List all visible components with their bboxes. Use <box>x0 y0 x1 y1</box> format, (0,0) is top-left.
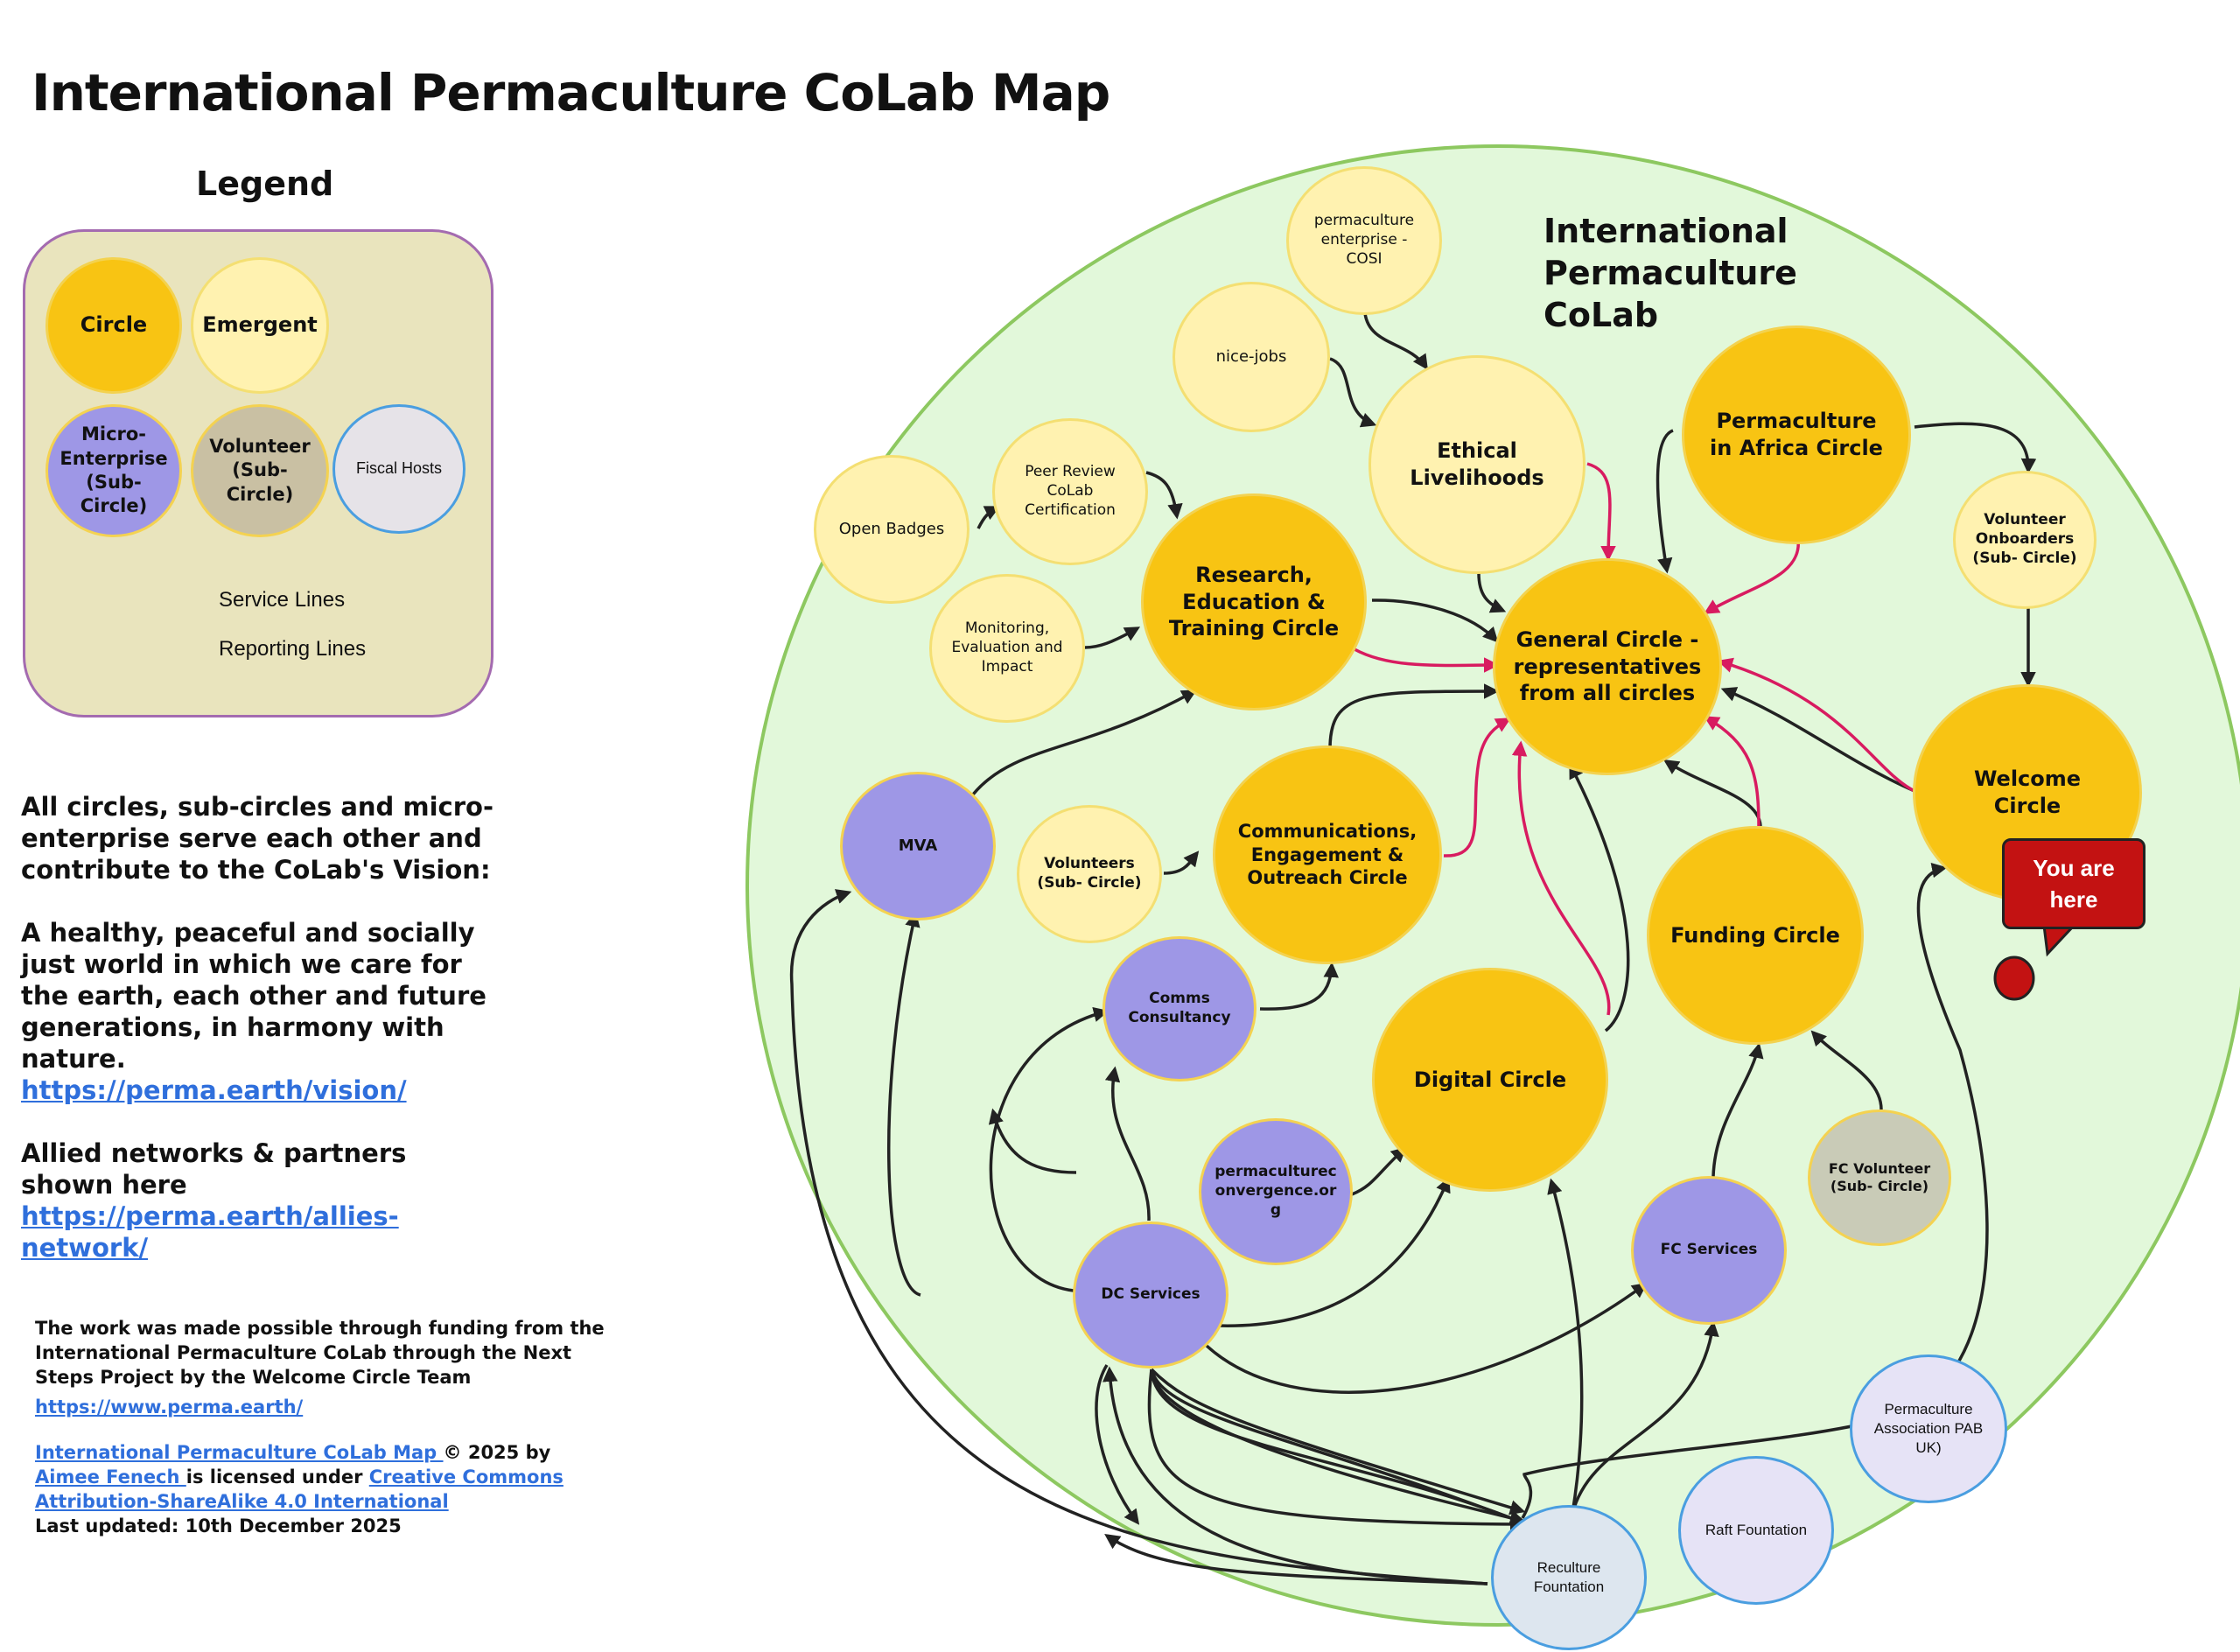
node-monitoring[interactable]: Monitoring, Evaluation and Impact <box>929 574 1085 723</box>
last-updated: Last updated: 10th December 2025 <box>35 1516 402 1536</box>
node-comms-circle[interactable]: Communications, Engagement & Outreach Ci… <box>1213 746 1442 964</box>
node-ethical-livelihoods[interactable]: Ethical Livelihoods <box>1368 355 1586 574</box>
you-are-here-callout: You are here <box>2002 838 2146 929</box>
intro-text: All circles, sub-circles and micro-enter… <box>21 792 494 885</box>
author-link[interactable]: Aimee Fenech <box>35 1466 186 1488</box>
node-volunteer-onboarders[interactable]: Volunteer Onboarders (Sub- Circle) <box>1953 471 2096 609</box>
node-dc-services[interactable]: DC Services <box>1073 1222 1228 1368</box>
node-mva[interactable]: MVA <box>840 772 996 920</box>
node-reculture-fountation[interactable]: Reculture Fountation <box>1491 1505 1647 1650</box>
legend-micro-enterprise: Micro- Enterprise (Sub- Circle) <box>46 404 182 537</box>
legend-service-lines-label: Service Lines <box>219 588 346 612</box>
allies-link[interactable]: https://perma.earth/allies-network/ <box>21 1201 399 1263</box>
node-cosi[interactable]: permaculture enterprise - COSI <box>1286 166 1442 315</box>
node-pab-uk[interactable]: Permaculture Association PAB UK) <box>1850 1354 2007 1503</box>
licensed-text: is licensed under <box>186 1466 369 1488</box>
legend-volunteer: Volunteer (Sub- Circle) <box>191 404 329 537</box>
node-general-circle[interactable]: General Circle - representatives from al… <box>1493 558 1722 775</box>
node-fc-services[interactable]: FC Services <box>1631 1176 1787 1325</box>
funding-note: The work was made possible through fundi… <box>35 1318 605 1388</box>
node-funding-circle[interactable]: Funding Circle <box>1647 826 1864 1045</box>
node-open-badges[interactable]: Open Badges <box>814 455 970 604</box>
node-comms-consultancy[interactable]: Comms Consultancy <box>1102 936 1256 1082</box>
legend-circle: Circle <box>46 257 182 394</box>
map-title-link[interactable]: International Permaculture CoLab Map <box>35 1442 444 1463</box>
node-convergence[interactable]: permaculturec onvergence.or g <box>1199 1118 1353 1265</box>
node-fc-volunteer[interactable]: FC Volunteer (Sub- Circle) <box>1808 1110 1951 1246</box>
node-volunteers[interactable]: Volunteers (Sub- Circle) <box>1017 805 1162 943</box>
legend-reporting-lines-label: Reporting Lines <box>219 637 367 661</box>
copyright-text: © 2025 by <box>443 1442 551 1463</box>
legend-emergent: Emergent <box>191 257 329 394</box>
legend-title: Legend <box>196 164 334 203</box>
site-link[interactable]: https://www.perma.earth/ <box>35 1396 304 1418</box>
you-are-here-pin <box>1993 956 2035 1001</box>
legend-fiscal-hosts: Fiscal Hosts <box>332 404 466 534</box>
node-peer-review[interactable]: Peer Review CoLab Certification <box>992 418 1148 565</box>
node-research-circle[interactable]: Research, Education & Training Circle <box>1141 494 1367 710</box>
node-raft-fountation[interactable]: Raft Fountation <box>1678 1456 1834 1605</box>
node-digital-circle[interactable]: Digital Circle <box>1372 968 1608 1192</box>
license-link[interactable]: Creative Commons Attribution-ShareAlike … <box>35 1466 564 1512</box>
reporting-lines <box>1354 462 1915 1016</box>
license-block: International Permaculture CoLab Map © 2… <box>35 1440 612 1514</box>
page-title: International Permaculture CoLab Map <box>32 63 1110 122</box>
vision-text: A healthy, peaceful and socially just wo… <box>21 918 486 1074</box>
node-nice-jobs[interactable]: nice-jobs <box>1172 282 1330 432</box>
colab-label: International Permaculture CoLab <box>1544 212 1797 334</box>
allies-text: Allied networks & partners shown here <box>21 1138 407 1200</box>
node-africa-circle[interactable]: Permaculture in Africa Circle <box>1682 326 1911 544</box>
vision-link[interactable]: https://perma.earth/vision/ <box>21 1075 407 1105</box>
